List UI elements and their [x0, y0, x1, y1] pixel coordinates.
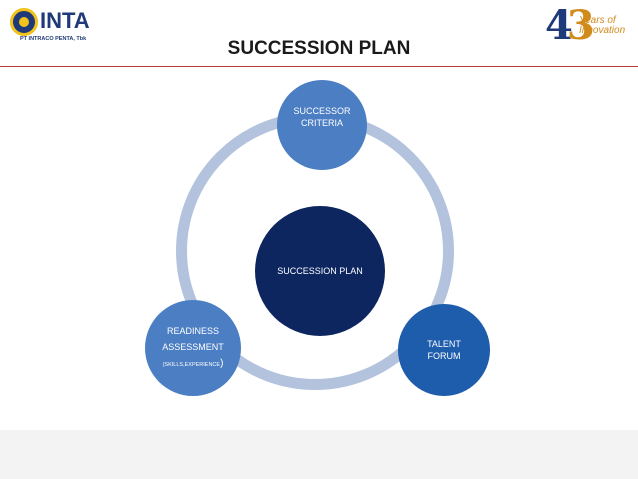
company-logo: INTA PT INTRACO PENTA, Tbk	[10, 6, 100, 46]
node-talent-forum-line2: FORUM	[427, 351, 461, 361]
node-successor-criteria-line1: SUCCESSOR	[293, 106, 351, 116]
node-readiness-assessment-line1: READINESS	[166, 326, 219, 336]
node-readiness-assessment-line2: ASSESSMENT	[162, 342, 224, 352]
node-successor-criteria-line2: CRITERIA	[300, 118, 343, 128]
node-readiness-assessment-note-close: )	[220, 358, 224, 369]
node-talent-forum-line1: TALENT	[427, 339, 461, 349]
slide-footer	[0, 430, 638, 479]
node-readiness-assessment: READINESS ASSESSMENT (SKILLS,EXPERIENCE)	[145, 300, 241, 396]
anniversary-logo: 43 Years of Innovation	[545, 2, 635, 54]
title-divider	[0, 66, 638, 67]
center-node-label: SUCCESSION PLAN	[277, 266, 363, 276]
logo-emblem-icon	[10, 8, 38, 36]
node-readiness-assessment-line3: (SKILLS,EXPERIENCE)	[163, 357, 224, 371]
anniversary-line-1: Years of	[579, 15, 616, 26]
logo-wordmark: INTA	[40, 8, 90, 33]
anniversary-line-2: Innovation	[579, 25, 626, 36]
node-talent-forum: TALENT FORUM	[398, 304, 490, 396]
logo-subtitle: PT INTRACO PENTA, Tbk	[20, 36, 87, 42]
node-successor-criteria: SUCCESSOR CRITERIA	[277, 80, 367, 170]
anniversary-text: Years of Innovation	[579, 16, 625, 36]
page-title: SUCCESSION PLAN	[227, 38, 411, 59]
node-readiness-assessment-note: (SKILLS,EXPERIENCE	[162, 362, 221, 368]
center-node: SUCCESSION PLAN	[255, 206, 385, 336]
